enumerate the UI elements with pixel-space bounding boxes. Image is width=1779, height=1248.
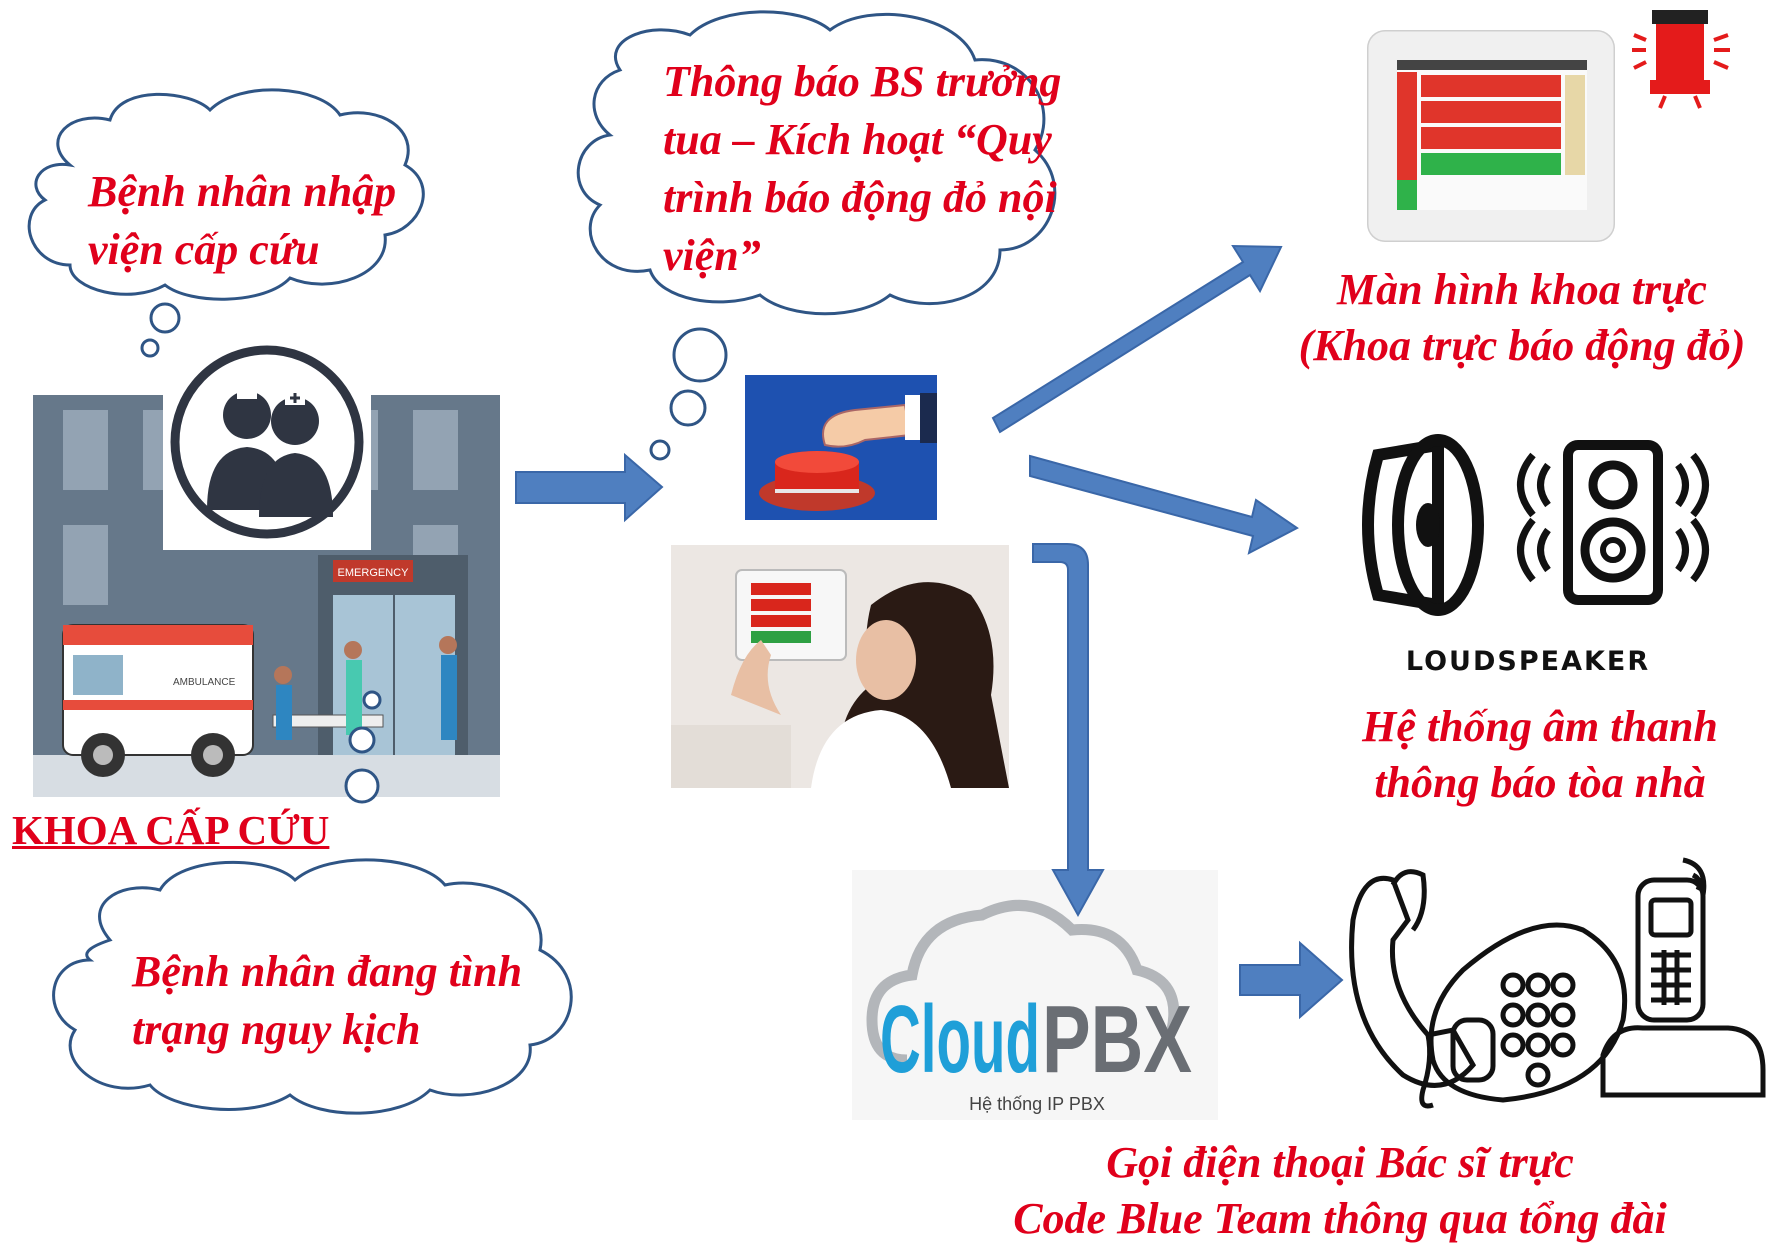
alarm-light-icon [1632,10,1730,109]
loudspeaker-logo-text: LOUDSPEAKER [1406,646,1650,677]
telephone-icon [1349,857,1766,1109]
speaker-icon: LOUDSPEAKER [1362,434,1709,677]
emergency-sign-text: EMERGENCY [338,567,410,579]
pbx-subtitle: Hệ thống IP PBX [969,1094,1105,1114]
arrow-to-alarm [515,452,664,523]
phone-caption: Gọi điện thoại Bác sĩ trực Code Blue Tea… [960,1135,1720,1247]
notify-cloud-shape [576,10,1057,316]
notify-line-2: tua – Kích hoạt “Quy [663,115,1052,164]
arrow-to-pbx [1032,543,1105,918]
nurse-pressing-panel-photo [671,545,1009,788]
screen-caption-line-2: (Khoa trực báo động đỏ) [1298,321,1746,370]
critical-line-2: trạng nguy kịch [132,1005,421,1054]
screen-caption: Màn hình khoa trực (Khoa trực báo động đ… [1262,262,1779,374]
notify-line-4: viện” [663,231,761,280]
notify-line-1: Thông báo BS trưởng [663,57,1062,106]
emergency-building-illustration: EMERGENCY AMBULANCE [33,395,500,797]
arrow-to-speaker [1029,454,1299,555]
critical-cloud-shape [52,858,573,1115]
department-label: KHOA CẤP CỨU [12,807,330,853]
ambulance-text: AMBULANCE [173,677,236,688]
speaker-caption-line-2: thông báo tòa nhà [1374,758,1706,807]
nurse-doctor-icon [163,335,371,550]
cloudpbx-logo-part2: PBX [1042,986,1192,1093]
screen-caption-line-1: Màn hình khoa trực [1337,265,1707,314]
arrow-to-phone [1239,940,1344,1020]
arrow-to-screen [991,244,1283,434]
notify-line-3: trình báo động đỏ nội [663,173,1057,222]
phone-caption-line-1: Gọi điện thoại Bác sĩ trực [1106,1138,1574,1187]
admission-line-1: Bệnh nhân nhập [88,167,397,216]
critical-line-1: Bệnh nhân đang tình [132,947,523,996]
phone-caption-line-2: Code Blue Team thông qua tổng đài [1013,1194,1667,1243]
cloudpbx-logo: Cloud PBX Hệ thống IP PBX [852,870,1218,1120]
ward-alert-screen [1367,30,1615,242]
speaker-caption: Hệ thống âm thanh thông báo tòa nhà [1320,699,1760,811]
critical-cloud-text: Bệnh nhân đang tình trạng nguy kịch [132,943,522,1059]
notify-cloud-text: Thông báo BS trưởng tua – Kích hoạt “Quy… [663,53,1061,285]
admission-cloud-shape [27,88,425,301]
admission-cloud-text: Bệnh nhân nhập viện cấp cứu [88,163,396,279]
speaker-caption-line-1: Hệ thống âm thanh [1362,702,1718,751]
red-button-icon [745,375,937,520]
cloudpbx-logo-part1: Cloud [880,986,1040,1093]
cloud-icon [866,899,1180,1066]
admission-line-2: viện cấp cứu [88,225,320,274]
